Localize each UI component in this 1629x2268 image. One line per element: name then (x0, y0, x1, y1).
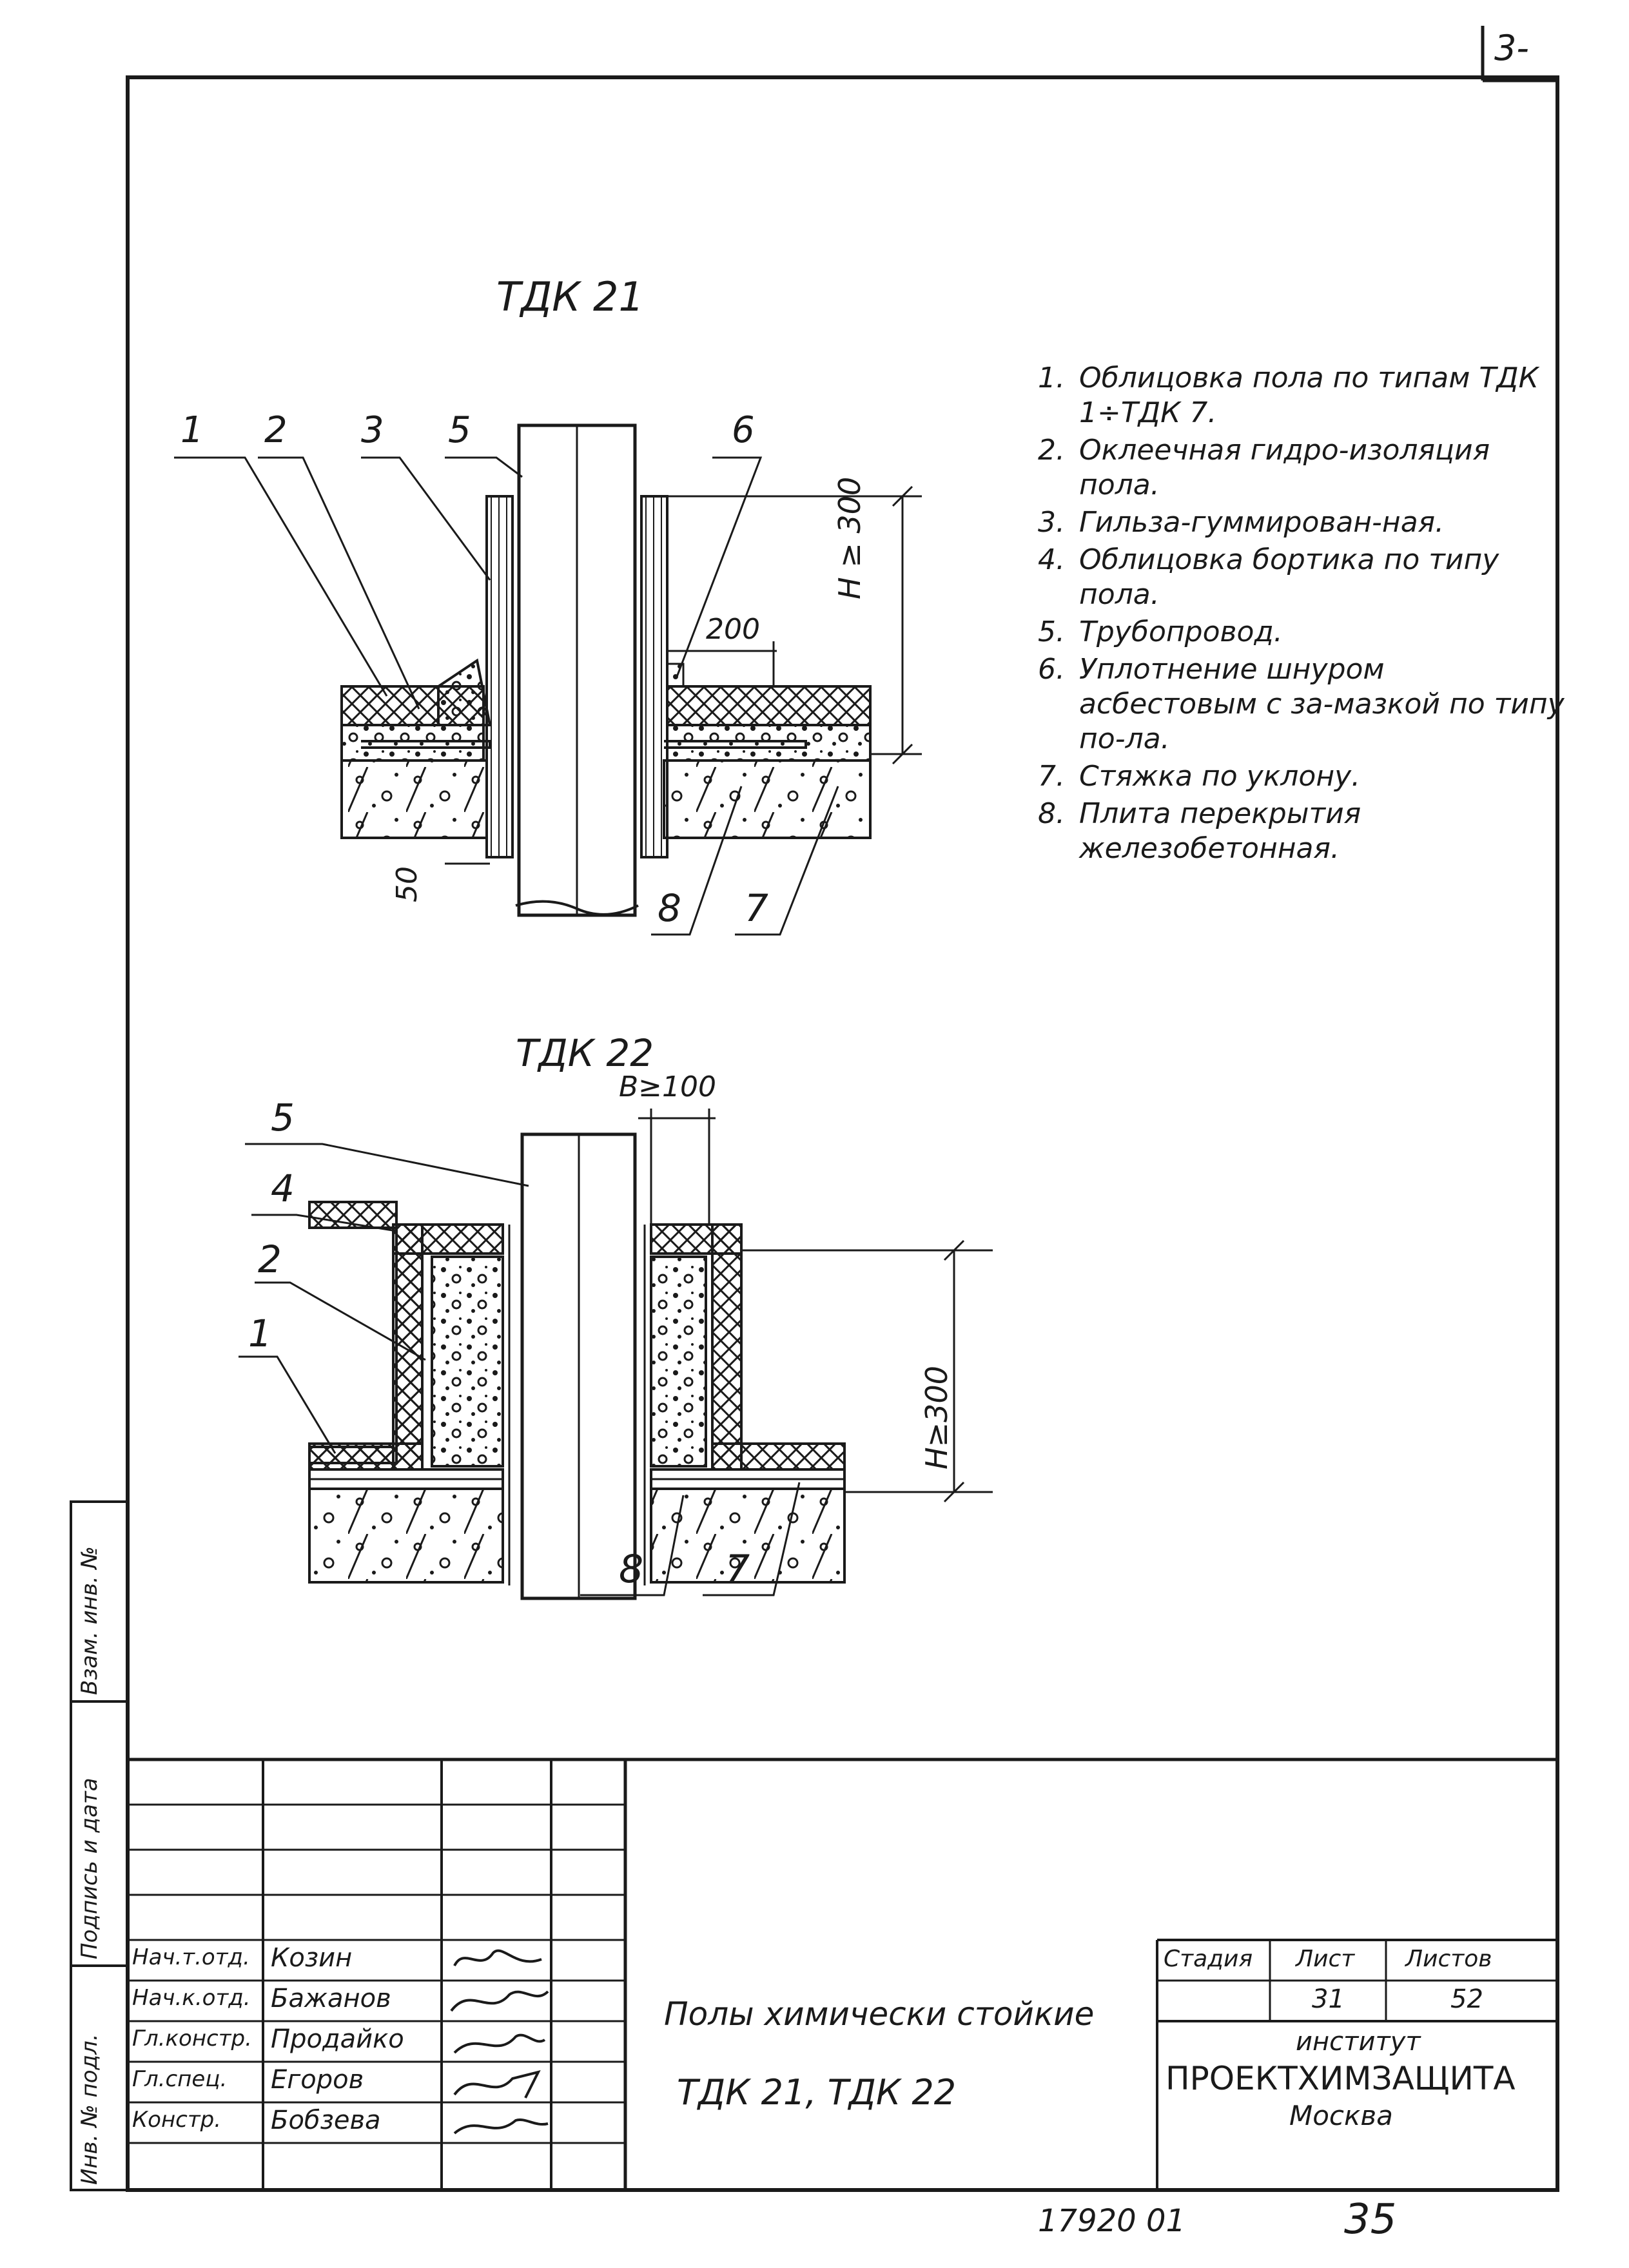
tdk21-callout-7: 7 (745, 886, 768, 930)
legend-item: 4.Облицовка бортика по типу пола. (1038, 543, 1566, 612)
legend-item: 6.Уплотнение шнуром асбестовым с за-мазк… (1038, 652, 1566, 757)
tdk22-callout-8: 8 (619, 1547, 644, 1592)
legend-text: Уплотнение шнуром асбестовым с за-мазкой… (1079, 653, 1565, 755)
legend-text: Стяжка по уклону. (1079, 760, 1361, 793)
tb-org-line2: ПРОЕКТХИМЗАЩИТА (1166, 2060, 1516, 2097)
tdk21-callout-8: 8 (658, 886, 681, 930)
tb-name-2: Бажанов (271, 1984, 391, 2013)
tdk21-callout-6: 6 (732, 409, 755, 451)
tb-sheet-label: Лист (1296, 1946, 1355, 1972)
legend-text: Плита перекрытия железобетонная. (1079, 797, 1361, 865)
tb-role-1: Нач.т.отд. (132, 1944, 250, 1970)
legend-item: 2.Оклеечная гидро-изоляция пола. (1038, 433, 1566, 503)
tdk22-callout-7: 7 (725, 1547, 750, 1592)
tb-role-4: Гл.спец. (132, 2066, 228, 2092)
legend-text: Облицовка пола по типам ТДК 1÷ТДК 7. (1079, 362, 1539, 429)
tdk22-dim-width: B≥100 (619, 1071, 717, 1103)
footer-code: 17920 01 (1038, 2203, 1186, 2239)
legend-item: 7.Стяжка по уклону. (1038, 759, 1566, 794)
tb-sheets-label: Листов (1405, 1946, 1492, 1972)
tdk21-dim-height: H ≥ 300 (832, 476, 867, 599)
tdk22-callout-4: 4 (271, 1167, 295, 1210)
tb-role-5: Констр. (132, 2107, 222, 2133)
side-stamp-sign: Подпись и дата (77, 1778, 102, 1959)
tdk21-callout-1: 1 (180, 409, 204, 451)
tb-stage-label: Стадия (1164, 1946, 1253, 1972)
tb-sheets-number: 52 (1450, 1984, 1483, 2014)
signature-2 (450, 1990, 549, 2012)
signature-3 (453, 2033, 546, 2054)
tb-org-line3: Москва (1289, 2100, 1393, 2131)
title-block-grid (128, 1758, 1557, 2190)
tdk21-title: ТДК 21 (496, 273, 644, 320)
sheet-frame (126, 75, 1559, 2192)
signatures (450, 1949, 549, 2135)
legend-text: Трубопровод. (1079, 615, 1283, 648)
tdk21-dim-offset: 200 (706, 613, 760, 646)
side-stamp-grid (70, 1500, 129, 2191)
side-stamp-replace: Взам. инв. № (77, 1546, 102, 1695)
legend-item: 1.Облицовка пола по типам ТДК 1÷ТДК 7. (1038, 361, 1566, 431)
tb-org-line1: институт (1296, 2027, 1421, 2057)
tdk22-section (239, 1109, 993, 1600)
tb-name-4: Егоров (271, 2065, 364, 2095)
side-stamp-inv: Инв. № подл. (77, 2033, 102, 2185)
tb-name-1: Козин (271, 1943, 353, 1973)
tdk22-callout-2: 2 (258, 1237, 282, 1281)
legend-item: 3.Гильза-гуммирован-ная. (1038, 505, 1566, 540)
tb-drawing-name-2: ТДК 21, ТДК 22 (677, 2072, 957, 2113)
signature-5 (453, 2118, 549, 2135)
signature-1 (453, 1949, 542, 1967)
legend-text: Гильза-гуммирован-ная. (1079, 506, 1445, 539)
tb-name-5: Бобзева (271, 2106, 381, 2135)
legend-item: 5.Трубопровод. (1038, 615, 1566, 650)
footer-page: 35 (1344, 2196, 1397, 2244)
legend-text: Оклеечная гидро-изоляция пола. (1079, 434, 1490, 501)
tdk21-callout-3: 3 (361, 409, 384, 451)
signature-4 (453, 2070, 541, 2098)
tb-role-2: Нач.к.отд. (132, 1985, 251, 2011)
tb-role-3: Гл.констр. (132, 2026, 252, 2051)
tdk22-title: ТДК 22 (516, 1031, 654, 1075)
tdk21-dim-depth: 50 (391, 866, 424, 902)
legend-text: Облицовка бортика по типу пола. (1079, 543, 1499, 611)
legend-list: 1.Облицовка пола по типам ТДК 1÷ТДК 7. 2… (1038, 361, 1566, 869)
tdk21-section (174, 423, 922, 936)
tb-name-3: Продайко (271, 2024, 404, 2054)
tdk22-dim-height: H≥300 (919, 1366, 954, 1469)
tdk21-callout-5: 5 (448, 409, 471, 451)
corner-mark: 3- (1494, 28, 1529, 68)
legend-item: 8.Плита перекрытия железобетонная. (1038, 797, 1566, 866)
tdk22-callout-5: 5 (271, 1096, 295, 1139)
tdk21-callout-2: 2 (264, 409, 288, 451)
tb-drawing-name-1: Полы химически стойкие (664, 1995, 1095, 2033)
tdk22-callout-1: 1 (248, 1312, 272, 1355)
tb-sheet-number: 31 (1312, 1984, 1345, 2014)
